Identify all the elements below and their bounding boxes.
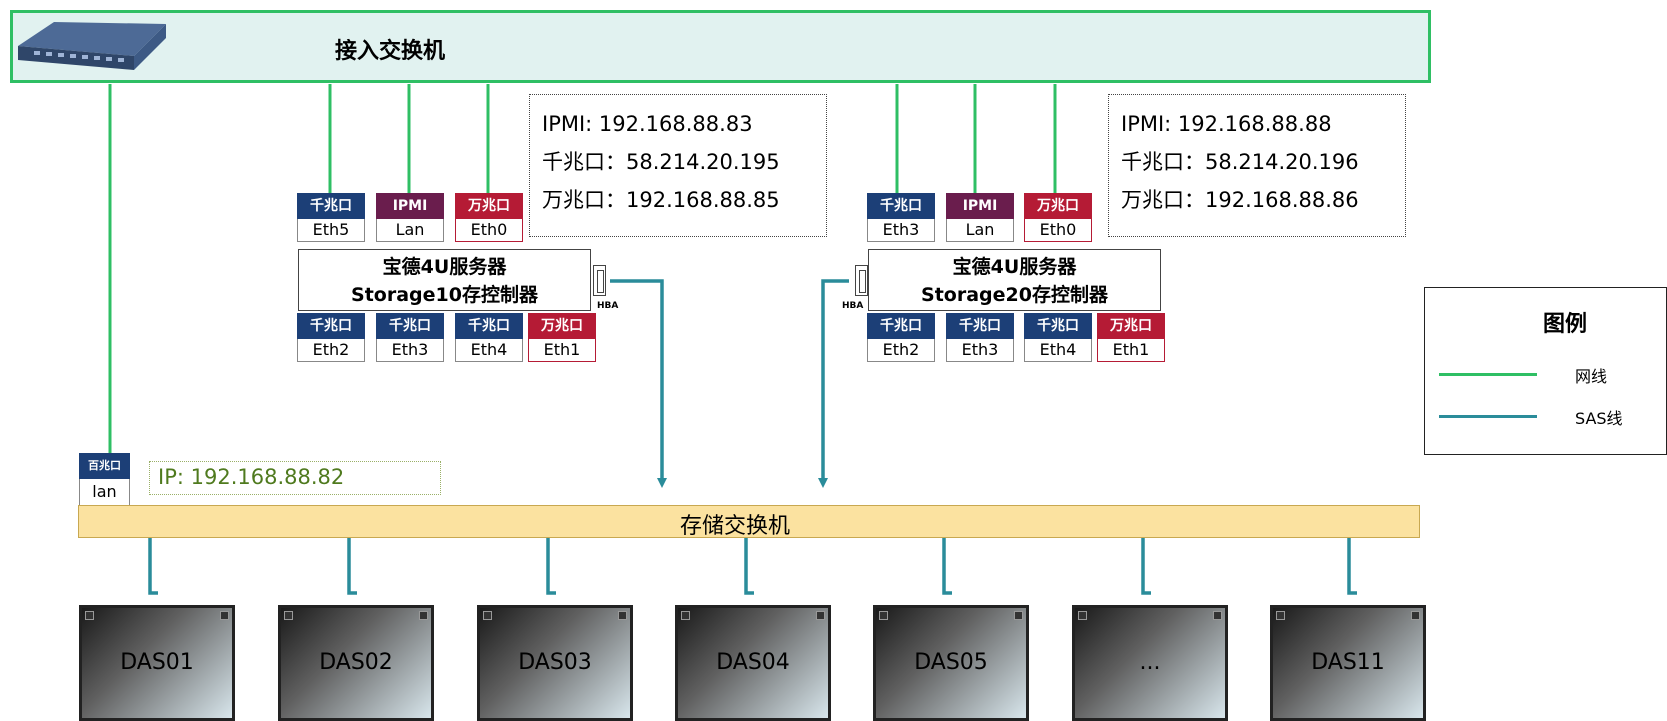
- das-label: DAS01: [120, 650, 194, 675]
- server1-10g-ip: 万兆口：192.168.88.85: [542, 188, 780, 212]
- server1-port-eth4: 千兆口 Eth4: [455, 313, 523, 362]
- server2-name: Storage20存控制器: [921, 284, 1108, 306]
- port-name: Eth3: [376, 339, 444, 362]
- legend-sas-line: [1439, 415, 1537, 418]
- server2-hba-label: HBA: [842, 301, 864, 311]
- port-type-tag: 万兆口: [528, 313, 596, 339]
- port-name: lan: [79, 479, 130, 507]
- server2-gigabit-ip: 千兆口：58.214.20.196: [1121, 150, 1359, 174]
- storage-switch-mgmt-port: 百兆口 lan: [79, 453, 130, 507]
- storage-switch: [78, 505, 1420, 538]
- port-type-tag: IPMI: [376, 193, 444, 219]
- port-type-tag: 千兆口: [376, 313, 444, 339]
- server1-port-eth1: 万兆口 Eth1: [528, 313, 596, 362]
- server1-ipmi-ip: IPMI: 192.168.88.83: [542, 112, 753, 136]
- port-name: Lan: [376, 219, 444, 242]
- access-switch: [10, 10, 1431, 83]
- port-name: Lan: [946, 219, 1014, 242]
- das-unit: DAS02: [278, 605, 434, 721]
- server1-port-ipmi: IPMI Lan: [376, 193, 444, 242]
- cable-layer: [108, 84, 1357, 595]
- server1-gigabit-ip: 千兆口：58.214.20.195: [542, 150, 780, 174]
- sas-cable: [546, 538, 556, 595]
- sas-cable: [818, 279, 849, 488]
- legend: 图例 网线 SAS线: [1424, 287, 1667, 455]
- server2-10g-ip: 万兆口：192.168.88.86: [1121, 188, 1359, 212]
- legend-sas-label: SAS线: [1575, 409, 1623, 428]
- sas-cable: [148, 538, 158, 595]
- port-type-tag: 千兆口: [867, 193, 935, 219]
- port-name: Eth0: [1024, 219, 1092, 242]
- port-type-tag: 万兆口: [1024, 193, 1092, 219]
- port-type-tag: 万兆口: [455, 193, 523, 219]
- server2-port-eth1: 万兆口 Eth1: [1097, 313, 1165, 362]
- server1-port-eth5: 千兆口 Eth5: [297, 193, 365, 242]
- port-name: Eth3: [946, 339, 1014, 362]
- legend-network-label: 网线: [1575, 367, 1608, 386]
- das-unit: DAS05: [873, 605, 1029, 721]
- server2-port-eth3: 千兆口 Eth3: [946, 313, 1014, 362]
- das-unit: DAS11: [1270, 605, 1426, 721]
- server2-ip-info: IPMI: 192.168.88.88 千兆口：58.214.20.196 万兆…: [1108, 94, 1406, 237]
- server2-ipmi-ip: IPMI: 192.168.88.88: [1121, 112, 1332, 136]
- legend-network-line: [1439, 373, 1537, 376]
- sas-cable: [744, 538, 754, 595]
- server1-model: 宝德4U服务器: [382, 256, 507, 278]
- server2-controller: 宝德4U服务器 Storage20存控制器: [868, 249, 1161, 311]
- sas-cable: [1347, 538, 1357, 595]
- switch-device-icon: [18, 22, 166, 70]
- port-name: Eth5: [297, 219, 365, 242]
- das-unit: ...: [1072, 605, 1228, 721]
- port-type-tag: 千兆口: [455, 313, 523, 339]
- port-name: Eth3: [867, 219, 935, 242]
- das-label: DAS03: [518, 650, 592, 675]
- server2-model: 宝德4U服务器: [952, 256, 1077, 278]
- legend-title: 图例: [1543, 312, 1588, 337]
- server2-port-eth4: 千兆口 Eth4: [1024, 313, 1092, 362]
- port-name: Eth2: [867, 339, 935, 362]
- port-type-tag: 百兆口: [79, 453, 130, 479]
- das-unit: DAS04: [675, 605, 831, 721]
- port-name: Eth1: [1097, 339, 1165, 362]
- das-label: DAS04: [716, 650, 790, 675]
- das-unit: DAS01: [79, 605, 235, 721]
- port-name: Eth1: [528, 339, 596, 362]
- server2-port-eth3: 千兆口 Eth3: [867, 193, 935, 242]
- port-type-tag: 千兆口: [297, 313, 365, 339]
- port-name: Eth2: [297, 339, 365, 362]
- storage-switch-ip: IP: 192.168.88.82: [149, 461, 441, 495]
- port-type-tag: 千兆口: [1024, 313, 1092, 339]
- sas-cable: [1141, 538, 1151, 595]
- server2-port-eth2: 千兆口 Eth2: [867, 313, 935, 362]
- server1-port-eth0: 万兆口 Eth0: [455, 193, 523, 242]
- server1-hba-port: [593, 265, 606, 296]
- storage-switch-label: 存储交换机: [680, 514, 791, 539]
- port-name: Eth4: [455, 339, 523, 362]
- server1-ip-info: IPMI: 192.168.88.83 千兆口：58.214.20.195 万兆…: [529, 94, 827, 237]
- port-name: Eth4: [1024, 339, 1092, 362]
- server1-name: Storage10存控制器: [351, 284, 538, 306]
- server1-hba-label: HBA: [597, 301, 619, 311]
- server1-controller: 宝德4U服务器 Storage10存控制器: [298, 249, 591, 311]
- sas-cable: [347, 538, 357, 595]
- port-type-tag: IPMI: [946, 193, 1014, 219]
- port-type-tag: 千兆口: [946, 313, 1014, 339]
- access-switch-label: 接入交换机: [335, 39, 446, 64]
- port-type-tag: 千兆口: [867, 313, 935, 339]
- server2-hba-port: [855, 265, 868, 296]
- das-unit: DAS03: [477, 605, 633, 721]
- server2-port-eth0: 万兆口 Eth0: [1024, 193, 1092, 242]
- das-label: DAS05: [914, 650, 988, 675]
- port-name: Eth0: [455, 219, 523, 242]
- server1-port-eth2: 千兆口 Eth2: [297, 313, 365, 362]
- das-label: ...: [1139, 650, 1161, 675]
- das-label: DAS11: [1311, 650, 1385, 675]
- sas-cable: [942, 538, 952, 595]
- port-type-tag: 万兆口: [1097, 313, 1165, 339]
- server1-port-eth3: 千兆口 Eth3: [376, 313, 444, 362]
- server2-port-ipmi: IPMI Lan: [946, 193, 1014, 242]
- port-type-tag: 千兆口: [297, 193, 365, 219]
- das-label: DAS02: [319, 650, 393, 675]
- sas-cable: [610, 279, 667, 488]
